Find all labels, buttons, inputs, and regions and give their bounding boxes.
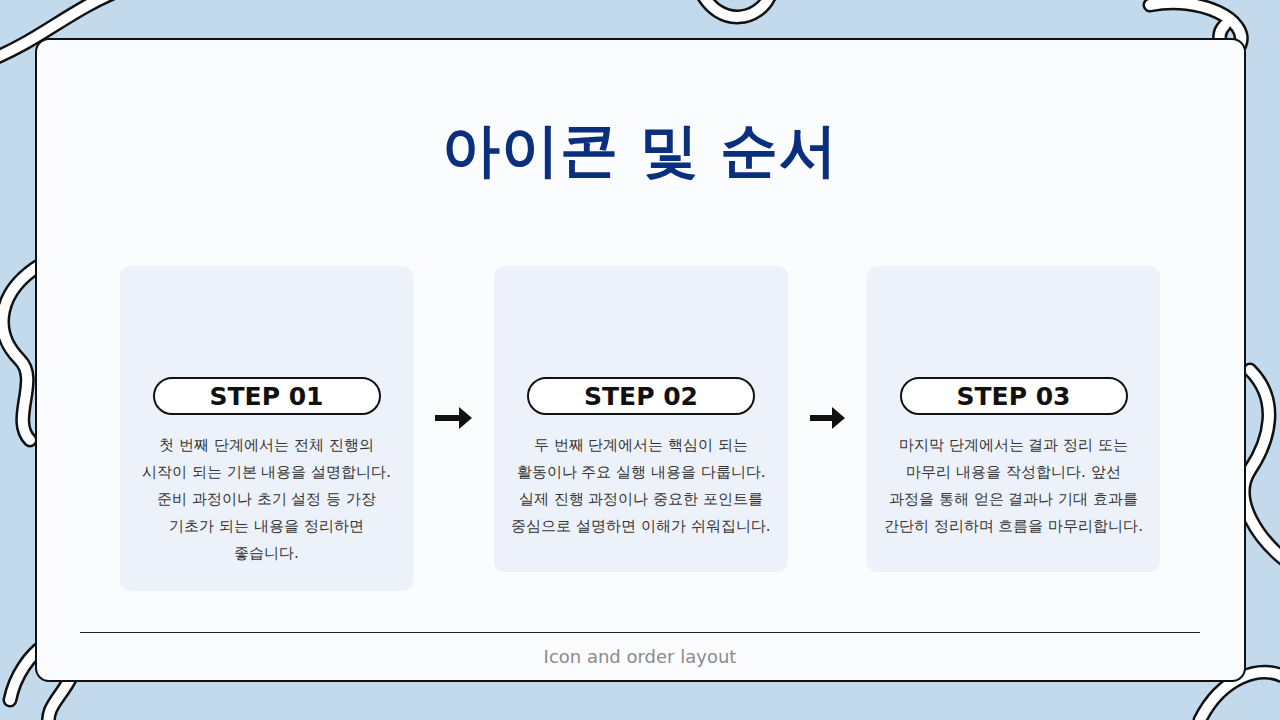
step-pill: STEP 01: [153, 377, 381, 415]
caption: Icon and order layout: [0, 646, 1280, 667]
flow-arrow: [810, 407, 845, 429]
step-label: STEP 03: [957, 382, 1071, 411]
step-pill: STEP 02: [527, 377, 755, 415]
footer-rule: [80, 632, 1200, 633]
step-label: STEP 01: [210, 382, 324, 411]
step-label: STEP 02: [584, 382, 698, 411]
arrow-shaft: [810, 415, 832, 421]
arrow-head: [459, 407, 472, 429]
step-card: 두 번째 단계에서는 핵심이 되는 활동이나 주요 실행 내용을 다룹니다. 실…: [494, 266, 788, 572]
step-card: 첫 번째 단계에서는 전체 진행의 시작이 되는 기본 내용을 설명합니다. 준…: [120, 266, 413, 591]
step-pill: STEP 03: [900, 377, 1128, 415]
arrow-shaft: [435, 415, 459, 421]
step-description: 첫 번째 단계에서는 전체 진행의 시작이 되는 기본 내용을 설명합니다. 준…: [136, 432, 397, 567]
step-description: 마지막 단계에서는 결과 정리 또는 마무리 내용을 작성합니다. 앞선 과정을…: [883, 432, 1144, 540]
step-description: 두 번째 단계에서는 핵심이 되는 활동이나 주요 실행 내용을 다룹니다. 실…: [510, 432, 772, 540]
title: 아이콘 및 순서: [0, 112, 1280, 190]
step-card: 마지막 단계에서는 결과 정리 또는 마무리 내용을 작성합니다. 앞선 과정을…: [867, 266, 1160, 572]
flow-arrow: [435, 407, 472, 429]
arrow-head: [832, 407, 845, 429]
